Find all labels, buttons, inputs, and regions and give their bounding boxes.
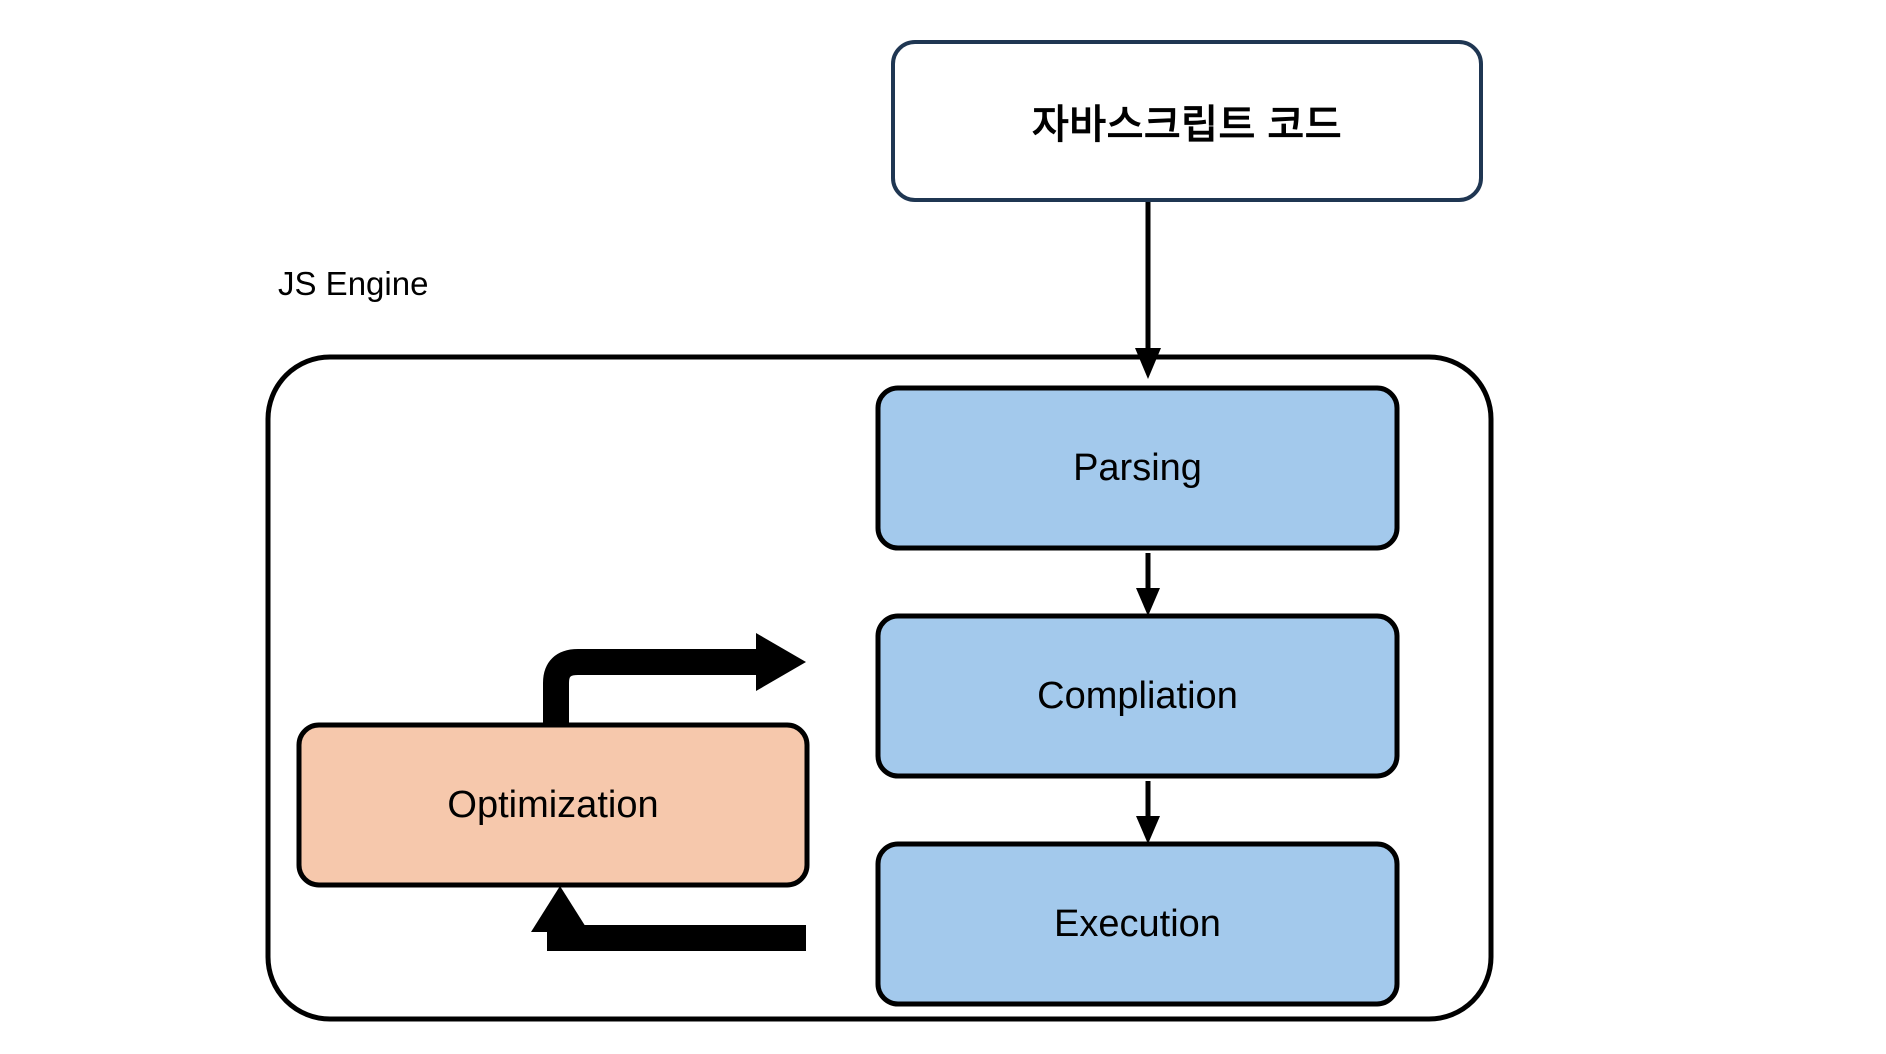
parsing-to-compliation-arrow <box>1136 553 1160 616</box>
optimization-in-loop-arrow <box>531 886 806 951</box>
optimization-box[interactable] <box>296 722 810 888</box>
js-engine-title: JS Engine <box>278 265 429 302</box>
source-code-box[interactable] <box>891 40 1483 202</box>
stage-box-execution[interactable] <box>875 841 1400 1007</box>
stage-box-compliation[interactable] <box>875 613 1400 779</box>
stage-box-parsing[interactable] <box>875 385 1400 551</box>
code-to-parsing-arrow <box>1135 202 1161 379</box>
js-engine-container[interactable] <box>265 354 1494 1022</box>
optimization-out-loop-arrow <box>543 633 806 730</box>
compliation-to-execution-arrow <box>1136 781 1160 844</box>
